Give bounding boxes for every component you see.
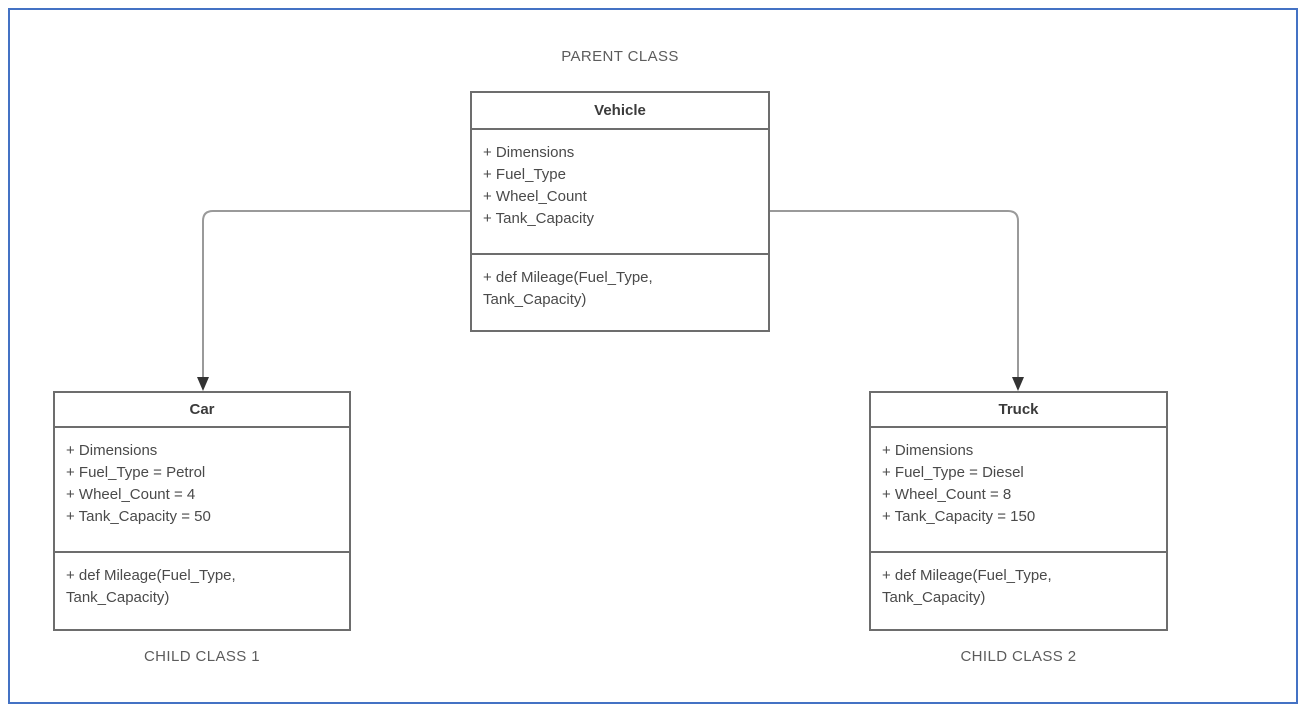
attribute-row: + Fuel_Type = Diesel xyxy=(882,464,1024,481)
caption-child-class-1: CHILD CLASS 1 xyxy=(143,648,261,665)
attributes-compartment-car: + Dimensions + Fuel_Type = Petrol + Whee… xyxy=(55,428,349,553)
methods-compartment-truck: + def Mileage(Fuel_Type, Tank_Capacity) xyxy=(882,567,1052,606)
methods-compartment-vehicle: + def Mileage(Fuel_Type, Tank_Capacity) xyxy=(483,269,653,308)
class-box-car[interactable]: Car + Dimensions + Fuel_Type = Petrol + … xyxy=(53,391,351,631)
class-box-vehicle[interactable]: Vehicle + Dimensions + Fuel_Type + Wheel… xyxy=(470,91,770,332)
attribute-row: + Dimensions xyxy=(882,442,974,459)
class-name-truck: Truck xyxy=(871,393,1166,428)
attribute-row: + Wheel_Count = 8 xyxy=(882,486,1012,503)
attribute-row: + Tank_Capacity = 150 xyxy=(882,508,1036,525)
attribute-row: + Dimensions xyxy=(66,442,158,459)
class-name-car: Car xyxy=(55,393,349,428)
attribute-row: + Fuel_Type xyxy=(483,166,566,183)
attribute-row: + Tank_Capacity xyxy=(483,210,595,227)
methods-compartment-car: + def Mileage(Fuel_Type, Tank_Capacity) xyxy=(66,567,236,606)
class-name-vehicle: Vehicle xyxy=(472,93,768,130)
caption-child-class-2: CHILD CLASS 2 xyxy=(960,648,1077,665)
attribute-row: + Wheel_Count = 4 xyxy=(66,486,196,503)
class-box-truck[interactable]: Truck + Dimensions + Fuel_Type = Diesel … xyxy=(869,391,1168,631)
attribute-row: + Wheel_Count xyxy=(483,188,587,205)
caption-parent-class: PARENT CLASS xyxy=(561,48,679,65)
attribute-row: + Dimensions xyxy=(483,144,575,161)
attribute-row: + Tank_Capacity = 50 xyxy=(66,508,211,525)
attributes-compartment-vehicle: + Dimensions + Fuel_Type + Wheel_Count +… xyxy=(472,130,768,255)
attribute-row: + Fuel_Type = Petrol xyxy=(66,464,206,481)
attributes-compartment-truck: + Dimensions + Fuel_Type = Diesel + Whee… xyxy=(871,428,1166,553)
